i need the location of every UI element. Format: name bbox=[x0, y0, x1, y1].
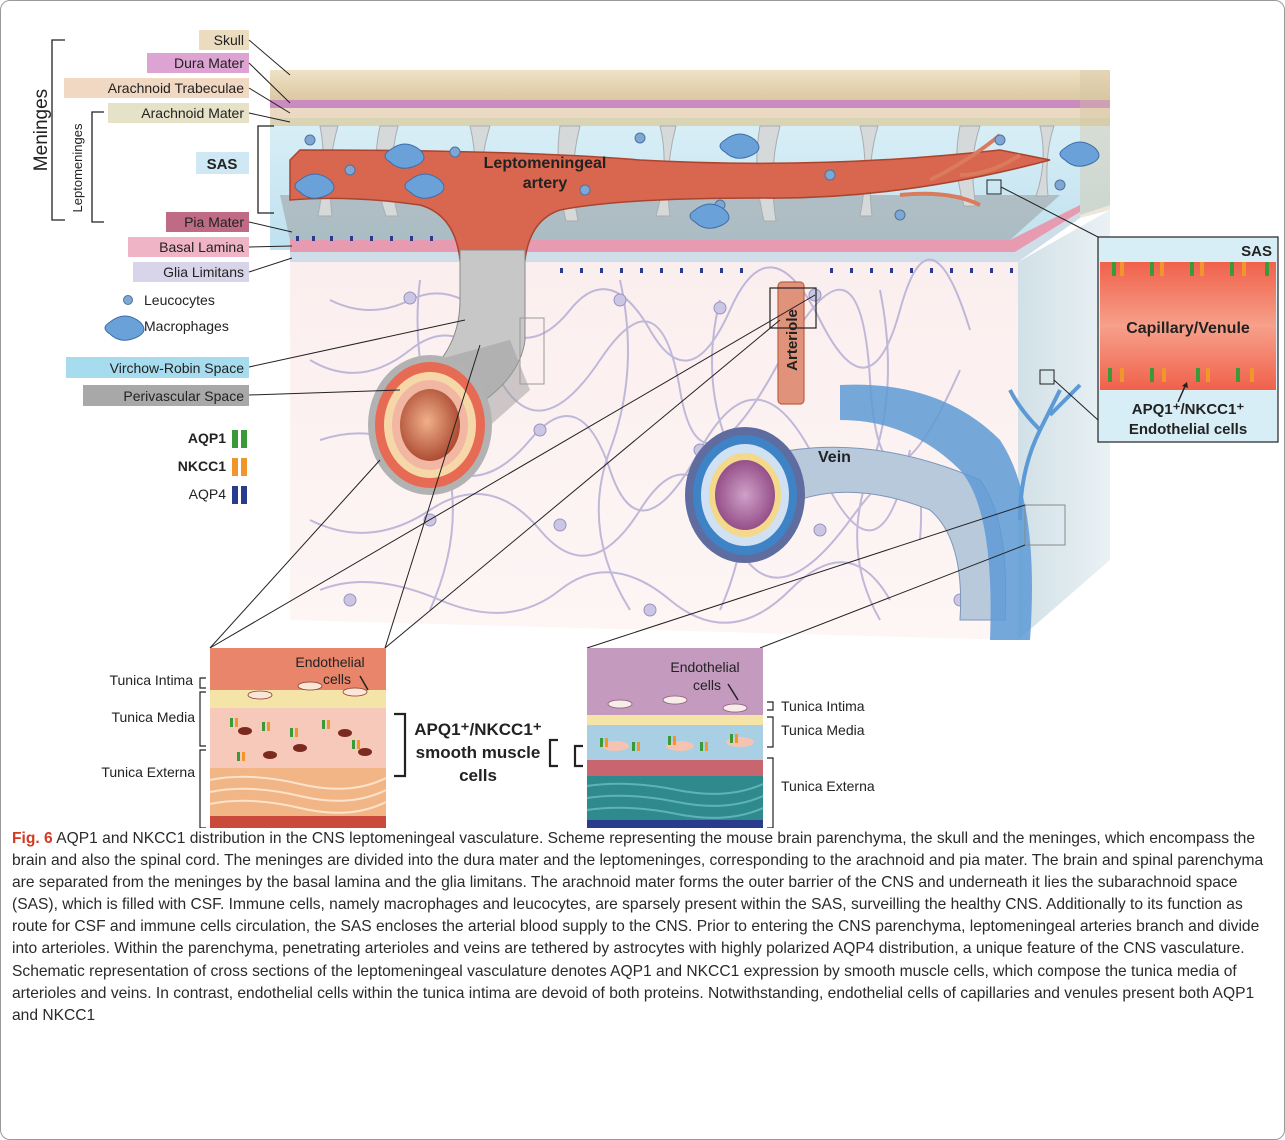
label-trabeculae: Arachnoid Trabeculae bbox=[108, 80, 244, 96]
arachnoid-layer bbox=[270, 118, 1110, 126]
label-virchow: Virchow-Robin Space bbox=[110, 360, 245, 376]
label-basal: Basal Lamina bbox=[159, 239, 244, 255]
center-bracket-right bbox=[394, 714, 405, 776]
figure-caption: Fig. 6 AQP1 and NKCC1 distribution in th… bbox=[12, 828, 1274, 1027]
label-meninges: Meninges bbox=[31, 89, 52, 171]
leucocyte-legend-icon bbox=[124, 296, 133, 305]
inset-cells-label-2: Endothelial cells bbox=[1129, 421, 1247, 438]
label-pia: Pia Mater bbox=[184, 214, 244, 230]
caption-figure-label: Fig. 6 bbox=[12, 830, 53, 847]
right-media-label: Tunica Media bbox=[781, 722, 865, 738]
left-intima-label: Tunica Intima bbox=[109, 672, 193, 688]
vein-label: Vein bbox=[818, 449, 851, 466]
inset-cells-label-1: APQ1⁺/NKCC1⁺ bbox=[1132, 401, 1245, 418]
label-glia: Glia Limitans bbox=[163, 264, 244, 280]
label-aqp1: AQP1 bbox=[188, 430, 226, 446]
left-externa-label: Tunica Externa bbox=[101, 764, 195, 780]
right-endo-label-1: Endothelial bbox=[670, 659, 739, 675]
artery-label-2: artery bbox=[523, 175, 568, 192]
left-endo-label-2: cells bbox=[323, 671, 351, 687]
artery-label-1: Leptomeningeal bbox=[484, 155, 607, 172]
right-intima-label: Tunica Intima bbox=[781, 698, 865, 714]
right-endo-label-2: cells bbox=[693, 677, 721, 693]
label-leptomeninges: Leptomeninges bbox=[70, 123, 85, 212]
arteriole-section-panel bbox=[210, 648, 386, 828]
label-perivascular: Perivascular Space bbox=[123, 388, 244, 404]
left-endo-label-1: Endothelial bbox=[295, 654, 364, 670]
aqp4-legend-icon bbox=[232, 486, 238, 504]
figure-diagram: Leptomeningeal artery Arteriole Vein Sku… bbox=[0, 0, 1285, 828]
aqp1-legend-icon bbox=[232, 430, 238, 448]
inset-sas-label: SAS bbox=[1241, 243, 1272, 260]
artery-cross-section bbox=[368, 355, 492, 495]
center-label-1: APQ1⁺/NKCC1⁺ bbox=[414, 720, 542, 739]
right-externa-label: Tunica Externa bbox=[781, 778, 875, 794]
label-aqp4: AQP4 bbox=[189, 486, 227, 502]
leptomeninges-bracket bbox=[92, 112, 104, 222]
label-dura: Dura Mater bbox=[174, 55, 244, 71]
label-nkcc1: NKCC1 bbox=[178, 458, 226, 474]
trabeculae-layer bbox=[270, 108, 1110, 118]
arteriole-label: Arteriole bbox=[784, 309, 801, 371]
center-label-2: smooth muscle bbox=[416, 743, 541, 762]
meninges-bracket bbox=[52, 40, 65, 220]
vein-cross-section bbox=[685, 427, 805, 563]
vein-section-panel bbox=[587, 648, 763, 828]
caption-text: AQP1 and NKCC1 distribution in the CNS l… bbox=[12, 830, 1263, 1024]
center-label-3: cells bbox=[459, 766, 497, 785]
skull-layer bbox=[270, 70, 1110, 100]
macrophage-legend-icon bbox=[105, 316, 144, 340]
dura-layer bbox=[270, 100, 1110, 108]
label-leucocytes: Leucocytes bbox=[144, 292, 215, 308]
label-macrophages: Macrophages bbox=[144, 318, 229, 334]
label-arachnoid: Arachnoid Mater bbox=[141, 105, 244, 121]
capillary-inset: SAS Capillary/Venule APQ1⁺/NKCC1⁺ Endoth… bbox=[1098, 237, 1278, 442]
label-sas: SAS bbox=[207, 156, 238, 173]
center-bracket-left bbox=[550, 740, 558, 766]
inset-vessel-label: Capillary/Venule bbox=[1126, 320, 1250, 337]
nkcc1-legend-icon bbox=[232, 458, 238, 476]
label-skull: Skull bbox=[214, 32, 244, 48]
left-layer-brackets bbox=[200, 678, 206, 828]
left-media-label: Tunica Media bbox=[111, 709, 195, 725]
